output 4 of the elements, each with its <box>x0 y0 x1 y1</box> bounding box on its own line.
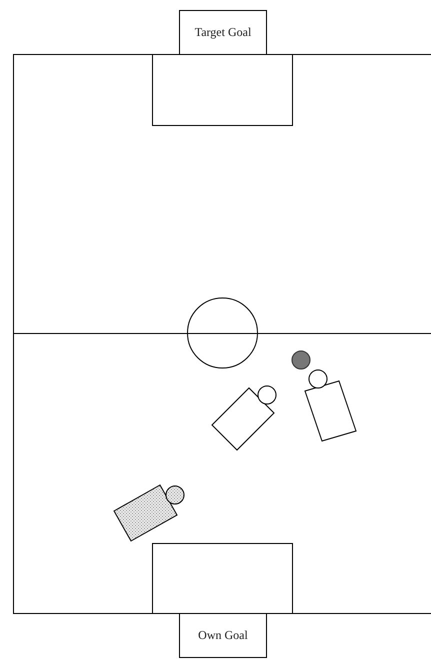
goal-label: Own Goal <box>198 628 248 643</box>
goal-label: Target Goal <box>194 25 252 40</box>
goal-box <box>179 613 267 658</box>
goal-box <box>179 10 267 55</box>
